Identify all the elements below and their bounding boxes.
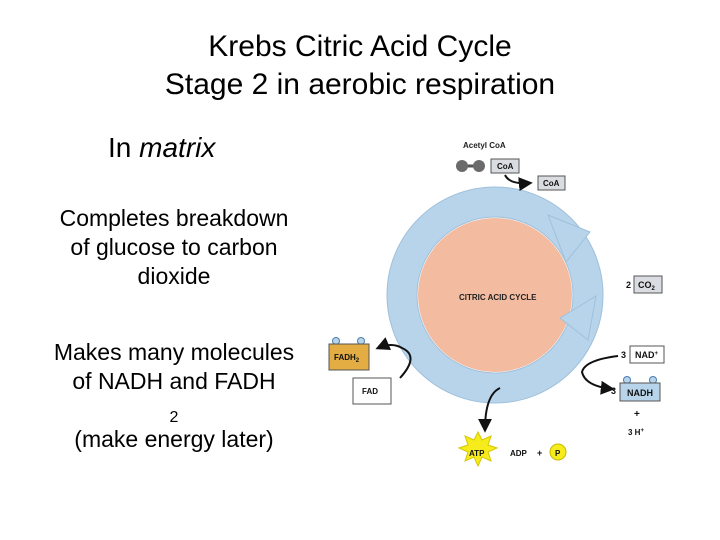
co2-subscript: 2 — [652, 286, 656, 292]
acetyl-atom-1 — [456, 160, 468, 172]
cycle-ring — [387, 187, 603, 403]
h-ions-superscript: + — [640, 428, 644, 434]
h-ions-label: 3 H+ — [628, 428, 644, 437]
phosphate-circle — [549, 443, 567, 461]
point-molecules-line-1: Makes many molecules — [53, 339, 295, 365]
nadh-electron-2 — [649, 376, 657, 384]
nad-superscript: + — [655, 351, 659, 357]
point-breakdown-line-2: of glucose to carbon — [70, 234, 278, 260]
fadh2-text: FADH — [334, 353, 356, 362]
location-heading: In matrix — [108, 130, 215, 166]
co2-text: CO — [638, 280, 652, 290]
atp-label: ATP — [469, 449, 485, 458]
ring-arrowhead-lower — [559, 294, 597, 341]
atp-arrow — [478, 387, 501, 433]
point-molecules-line-2-text: of NADH and FADH — [72, 368, 276, 394]
fad-label: FAD — [362, 387, 378, 396]
fadh2-box — [328, 343, 370, 371]
coa-out-label: CoA — [543, 179, 560, 188]
nad-count: 3 — [621, 350, 626, 360]
acetyl-coa-label: Acetyl CoA — [463, 141, 506, 150]
nad-arrow — [580, 355, 619, 395]
nad-label: NAD+ — [635, 350, 659, 360]
nad-text: NAD — [635, 350, 655, 360]
acetyl-atom-2 — [473, 160, 485, 172]
coa-out-box — [537, 175, 566, 191]
nadh-label: NADH — [627, 388, 653, 398]
fadh2-label: FADH2 — [334, 353, 360, 364]
adp-plus: + — [537, 448, 542, 458]
nadh-count: 3 — [611, 386, 616, 396]
title-line-2: Stage 2 in aerobic respiration — [164, 68, 556, 101]
fadh2-electron-2 — [357, 337, 365, 345]
adp-label: ADP — [510, 449, 528, 458]
cycle-ring-edge-outer — [386, 186, 604, 404]
co2-box — [633, 275, 663, 294]
co2-label: CO2 — [638, 280, 656, 292]
point-molecules-line-3: (make energy later) — [74, 426, 274, 452]
point-breakdown-line-3: dioxide — [137, 263, 211, 289]
coa-in-box — [490, 158, 520, 174]
location-emphasis: matrix — [139, 132, 216, 163]
nadh-plus: + — [634, 409, 640, 420]
point-breakdown-line-1: Completes breakdown — [59, 205, 289, 231]
h-ions-text: 3 H — [628, 428, 641, 437]
point-molecules: Makes many molecules of NADH and FADH 2 (… — [4, 338, 344, 454]
coa-out-arrow — [504, 174, 533, 192]
nad-box — [629, 345, 665, 364]
coa-in-label: CoA — [497, 162, 514, 171]
nadh-box — [619, 382, 661, 402]
fadh2-electron-1 — [332, 337, 340, 345]
atp-star — [457, 430, 499, 468]
slide-title: Krebs Citric Acid Cycle Stage 2 in aerob… — [0, 28, 720, 104]
fadh2-arrow — [375, 337, 412, 379]
point-molecules-line-2: of NADH and FADH 2 — [4, 367, 344, 426]
phosphate-label: P — [555, 449, 561, 458]
cycle-label: CITRIC ACID CYCLE — [459, 293, 537, 302]
point-molecules-line-2-sub: 2 — [169, 409, 179, 426]
nadh-electron-1 — [623, 376, 631, 384]
ring-arrowhead — [547, 214, 591, 263]
co2-count: 2 — [626, 280, 631, 290]
fadh2-subscript: 2 — [356, 358, 360, 364]
cycle-ring-edge-inner — [416, 216, 574, 374]
cycle-center — [418, 218, 572, 372]
title-line-1: Krebs Citric Acid Cycle — [208, 30, 512, 63]
point-breakdown: Completes breakdown of glucose to carbon… — [4, 204, 344, 291]
fad-box — [352, 377, 392, 405]
location-prefix: In — [108, 132, 140, 163]
